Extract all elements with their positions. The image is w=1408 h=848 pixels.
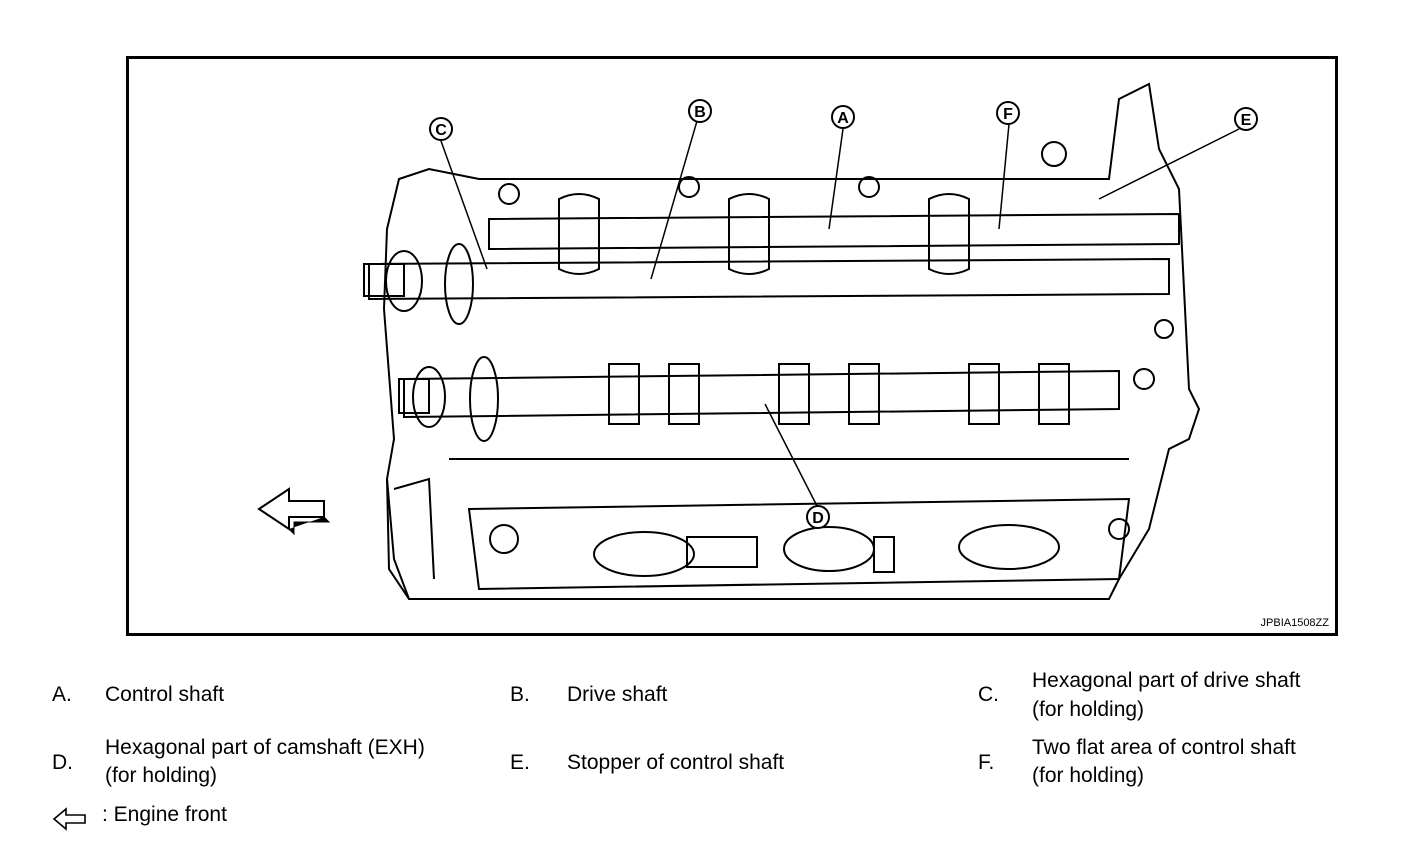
callout-b: B: [688, 99, 712, 123]
legend-letter-b: B.: [510, 683, 530, 706]
legend-desc-f-line2: (for holding): [1032, 764, 1145, 787]
svg-text:F: F: [1003, 106, 1013, 123]
callout-d: D: [806, 505, 830, 529]
svg-text:A: A: [837, 110, 849, 127]
legend-desc-c-line1: Hexagonal part of drive shaft: [1032, 669, 1301, 692]
legend-letter-c: C.: [978, 683, 999, 706]
figure-code: JPBIA1508ZZ: [1260, 617, 1329, 629]
legend-letter-e: E.: [510, 751, 530, 774]
legend-desc-e: Stopper of control shaft: [567, 751, 785, 774]
engine-front-legend-arrow-icon: [52, 807, 86, 831]
legend-letter-d: D.: [52, 751, 73, 774]
legend-desc-b: Drive shaft: [567, 683, 668, 706]
legend-desc-c-line2: (for holding): [1032, 698, 1145, 721]
legend-letter-f: F.: [978, 751, 995, 774]
cylinder-head-drawing: C B A F E D: [257, 82, 1258, 600]
svg-text:B: B: [694, 104, 706, 121]
svg-text:E: E: [1241, 112, 1252, 129]
callout-a: A: [831, 105, 855, 129]
svg-text:D: D: [812, 510, 824, 527]
callout-e: E: [1234, 107, 1258, 131]
engine-diagram-figure: C B A F E D JPBIA1508ZZ: [126, 56, 1338, 636]
legend-desc-a: Control shaft: [105, 683, 225, 706]
svg-text:C: C: [435, 122, 447, 139]
legend-desc-d-line2: (for holding): [105, 764, 218, 787]
legend-desc-f-line1: Two flat area of control shaft: [1032, 736, 1296, 759]
callout-c: C: [429, 117, 453, 141]
callout-f: F: [996, 101, 1020, 125]
engine-front-arrow-icon: [257, 487, 331, 536]
legend-engine-front: : Engine front: [102, 803, 227, 826]
legend-letter-a: A.: [52, 683, 72, 706]
legend-desc-d-line1: Hexagonal part of camshaft (EXH): [105, 736, 425, 759]
